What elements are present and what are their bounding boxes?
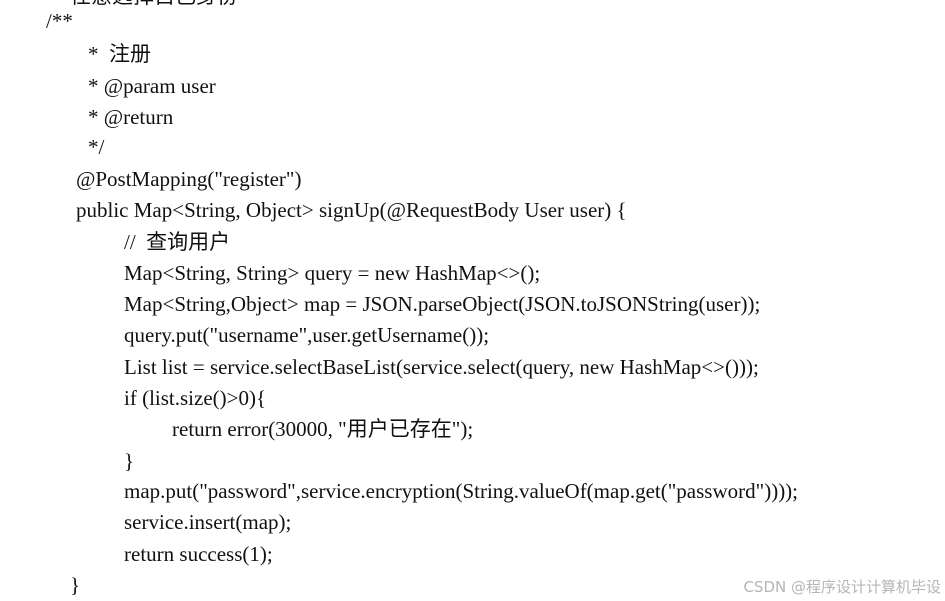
cut-off-heading: 任意选择自己身份 [70, 0, 238, 9]
code-line: map.put("password",service.encryption(St… [124, 479, 799, 503]
code-line: return error(30000, "用户已存在"); [172, 417, 474, 441]
csdn-watermark: CSDN @程序设计计算机毕设 [743, 578, 941, 596]
code-line: return success(1); [124, 542, 273, 566]
code-line: } [124, 449, 135, 473]
code-line: public Map<String, Object> signUp(@Reque… [76, 198, 627, 222]
code-line: @PostMapping("register") [76, 167, 302, 191]
code-line: } [70, 573, 81, 597]
code-line: Map<String, String> query = new HashMap<… [124, 261, 541, 285]
code-line: */ [88, 135, 105, 159]
code-line: Map<String,Object> map = JSON.parseObjec… [124, 292, 761, 316]
code-line: if (list.size()>0){ [124, 386, 267, 410]
code-line: * 注册 [88, 42, 151, 66]
code-line: * @return [88, 105, 174, 129]
code-line: service.insert(map); [124, 510, 292, 534]
code-line: /** [46, 9, 73, 33]
code-line: query.put("username",user.getUsername())… [124, 323, 490, 347]
code-line: // 查询用户 [124, 230, 231, 254]
code-line: * @param user [88, 74, 216, 98]
code-line: List list = service.selectBaseList(servi… [124, 355, 759, 379]
